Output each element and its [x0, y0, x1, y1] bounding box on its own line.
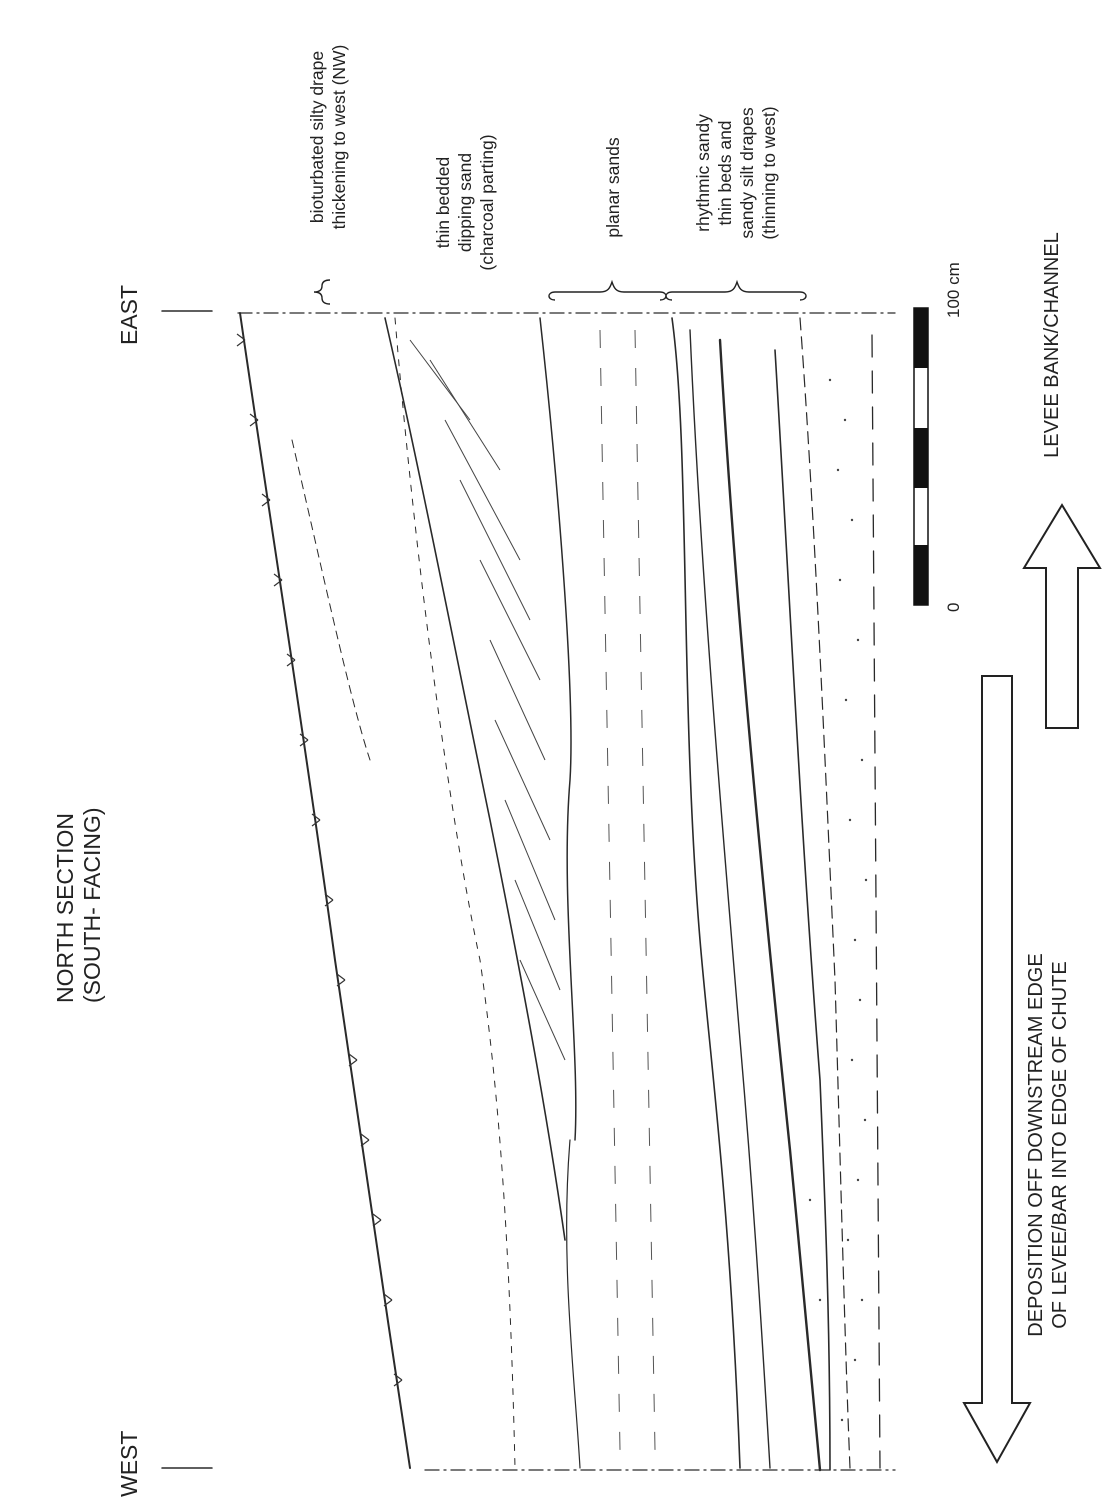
- scale-label-zero: 0: [944, 603, 964, 612]
- unit4-label: rhythmic sandy thin beds and sandy silt …: [692, 83, 780, 263]
- brace-unit1: [314, 280, 330, 304]
- unit3-label: planar sands: [602, 125, 624, 250]
- scale-seg: [914, 428, 928, 488]
- figure-title: NORTH SECTION (SOUTH- FACING): [52, 743, 106, 1003]
- scale-seg: [914, 308, 928, 368]
- section-frame-right: [872, 335, 880, 1468]
- scale-label-max: 100 cm: [944, 262, 964, 318]
- unit2-label: thin bedded dipping sand (charcoal parti…: [432, 115, 498, 290]
- west-label: WEST: [116, 1431, 143, 1497]
- arrow-right-levee: [1024, 505, 1100, 728]
- arrow-left-deposition: [964, 676, 1030, 1462]
- unit2-top: [385, 318, 565, 1240]
- scale-bar: [914, 308, 928, 605]
- arrow-left-label: DEPOSITION OFF DOWNSTREAM EDGE OF LEVEE/…: [1024, 880, 1072, 1410]
- east-label: EAST: [116, 285, 143, 345]
- unit1-base: [292, 440, 370, 760]
- label-braces: [314, 280, 806, 304]
- brace-unit3: [549, 282, 666, 300]
- scale-seg: [914, 545, 928, 605]
- unit1-label: bioturbated silty drape thickening to we…: [306, 2, 350, 272]
- brace-unit4: [666, 282, 806, 300]
- arrow-right-label: LEVEE BANK/CHANNEL: [1040, 205, 1064, 485]
